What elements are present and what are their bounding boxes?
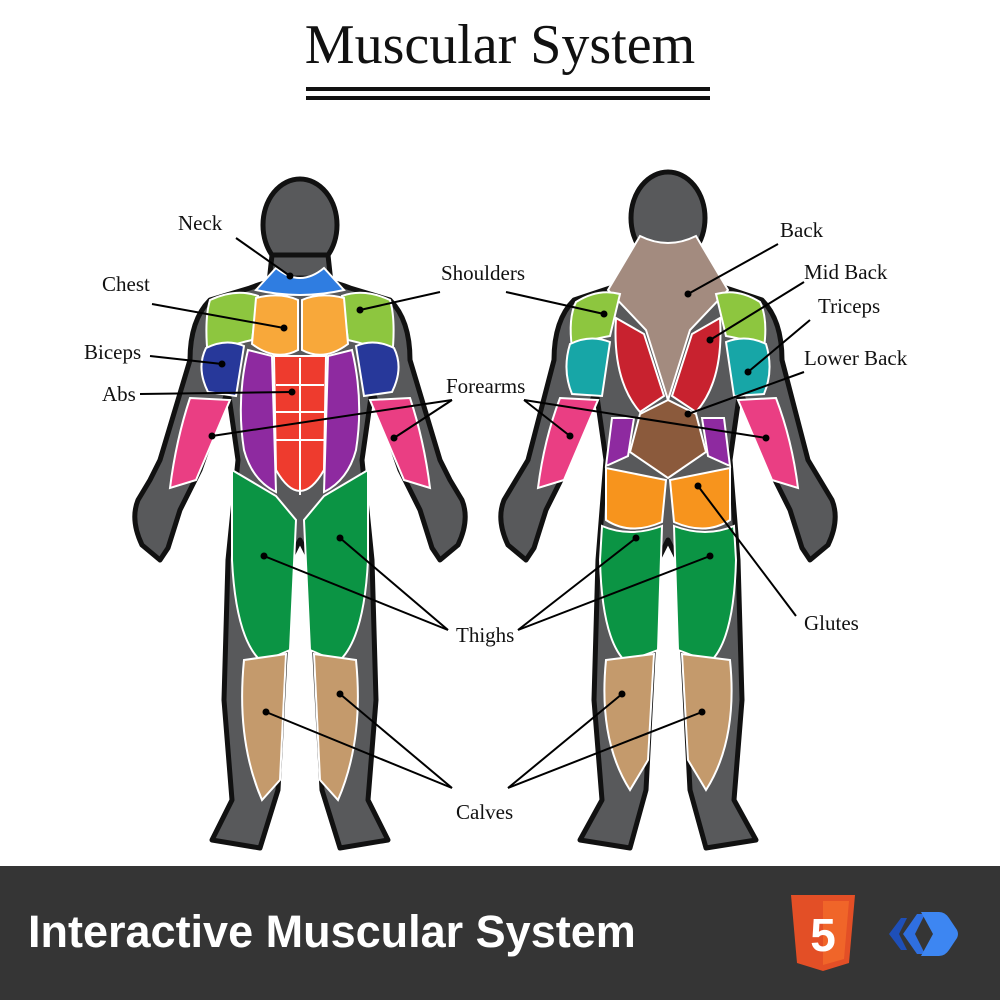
page-title: Muscular System — [304, 14, 696, 76]
label-thighs[interactable]: Thighs — [456, 623, 514, 647]
html5-logo-icon: 5 — [791, 895, 855, 971]
back-triceps-right-muscle[interactable] — [724, 337, 771, 398]
label-shoulders[interactable]: Shoulders — [441, 261, 525, 285]
front-biceps-right-muscle[interactable] — [354, 341, 400, 398]
front-neck-muscle[interactable] — [254, 266, 346, 296]
footer-title: Interactive Muscular System — [28, 906, 636, 957]
title-underline-top — [306, 87, 710, 91]
front-thigh-right-muscle[interactable] — [302, 468, 369, 664]
front-forearm-left-muscle[interactable] — [168, 396, 232, 490]
front-body — [132, 176, 468, 851]
label-mid-back[interactable]: Mid Back — [804, 260, 888, 284]
back-upper-back-muscle[interactable] — [606, 234, 730, 404]
label-triceps[interactable]: Triceps — [818, 294, 880, 318]
title-underline-bottom — [306, 96, 710, 100]
label-biceps[interactable]: Biceps — [84, 340, 141, 364]
back-forearm-left-muscle[interactable] — [536, 396, 600, 490]
brand-logo-icon — [889, 912, 958, 956]
front-calf-left-muscle[interactable] — [241, 652, 288, 802]
label-forearms[interactable]: Forearms — [446, 374, 525, 398]
front-biceps-left-muscle[interactable] — [200, 341, 246, 398]
back-oblique-left-muscle[interactable] — [604, 417, 636, 468]
label-lower-back[interactable]: Lower Back — [804, 346, 908, 370]
back-calf-right-muscle[interactable] — [680, 652, 733, 792]
front-oblique-left-muscle[interactable] — [239, 348, 278, 494]
front-calf-right-muscle[interactable] — [312, 652, 359, 802]
front-chest-left-muscle[interactable] — [250, 294, 299, 356]
front-oblique-right-muscle[interactable] — [322, 348, 361, 494]
front-chest-right-muscle[interactable] — [301, 294, 350, 356]
back-glute-left-muscle[interactable] — [605, 466, 668, 530]
back-forearm-right-muscle[interactable] — [736, 396, 800, 490]
label-glutes[interactable]: Glutes — [804, 611, 859, 635]
labels: Neck Chest Biceps Abs Shoulders Forearms… — [84, 211, 908, 824]
front-forearm-right-muscle[interactable] — [368, 396, 432, 490]
front-thigh-left-muscle[interactable] — [231, 468, 298, 664]
back-mid-back-left-muscle[interactable] — [614, 316, 666, 414]
html5-logo-text: 5 — [810, 909, 836, 961]
muscular-system-diagram: Neck Chest Biceps Abs Shoulders Forearms… — [84, 169, 908, 851]
back-glute-right-muscle[interactable] — [668, 466, 731, 530]
label-abs[interactable]: Abs — [102, 382, 136, 406]
back-triceps-left-muscle[interactable] — [565, 337, 612, 398]
label-back[interactable]: Back — [780, 218, 824, 242]
back-body — [498, 169, 838, 851]
label-calves[interactable]: Calves — [456, 800, 513, 824]
label-chest[interactable]: Chest — [102, 272, 150, 296]
label-neck[interactable]: Neck — [178, 211, 223, 235]
leader-lines — [139, 237, 811, 789]
